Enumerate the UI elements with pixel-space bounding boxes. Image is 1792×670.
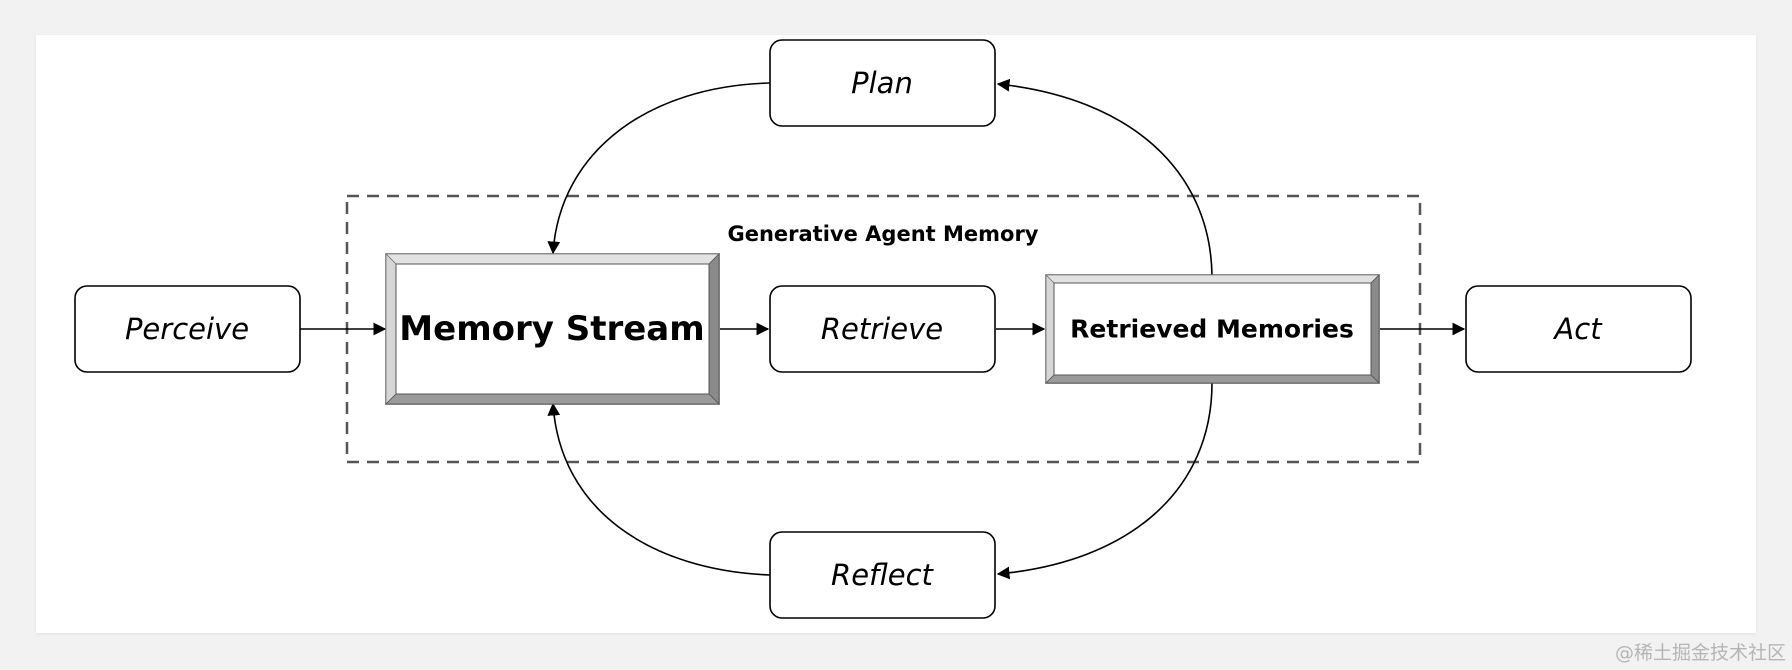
node-perceive: Perceive — [74, 285, 301, 373]
arrow-plan-to-memory-stream — [547, 82, 771, 255]
node-retrieved-memories-label: Retrieved Memories — [1070, 315, 1354, 344]
arrow-reflect-to-memory-stream — [547, 402, 771, 576]
node-retrieved-memories: Retrieved Memories — [1045, 274, 1380, 384]
node-memory-stream-label: Memory Stream — [399, 309, 704, 349]
node-act-label: Act — [1552, 312, 1603, 346]
node-plan: Plan — [769, 39, 996, 127]
node-retrieve-label: Retrieve — [821, 312, 943, 346]
watermark-text: @稀土掘金技术社区 — [1615, 642, 1786, 664]
arrow-retrieved-memories-to-reflect — [996, 382, 1213, 580]
memory-group-label: Generative Agent Memory — [727, 222, 1038, 246]
arrow-retrieved-memories-to-plan — [996, 78, 1213, 276]
node-perceive-label: Perceive — [125, 312, 249, 346]
node-act: Act — [1465, 285, 1692, 373]
node-reflect-label: Reflect — [831, 558, 935, 592]
node-plan-label: Plan — [851, 66, 913, 100]
node-memory-stream: Memory Stream — [385, 253, 720, 405]
node-retrieve: Retrieve — [769, 285, 996, 373]
node-reflect: Reflect — [769, 531, 996, 619]
